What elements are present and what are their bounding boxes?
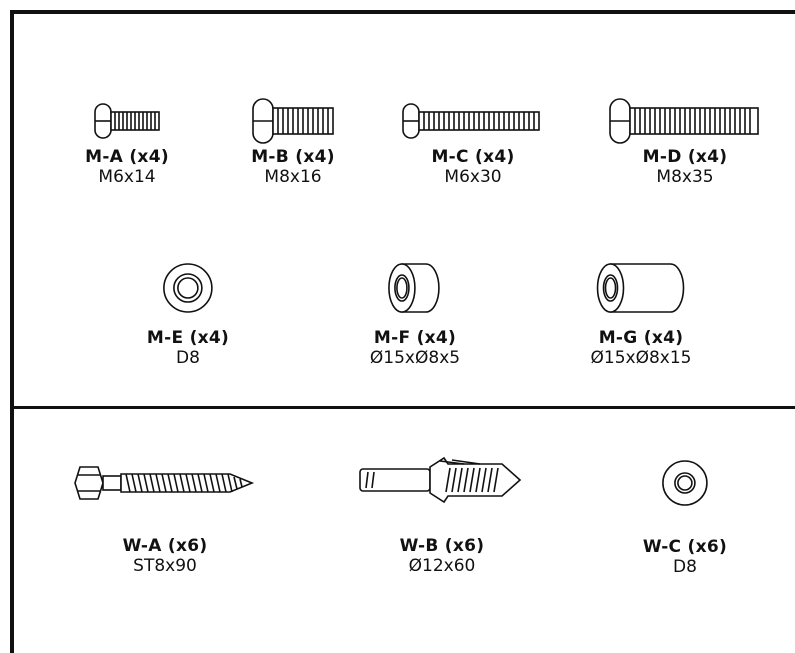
- frame-left-border: [10, 12, 14, 653]
- part-code: M-E (x4): [146, 328, 230, 348]
- part-size: M6x30: [444, 167, 502, 187]
- part-size: D8: [673, 557, 697, 577]
- part-size: Ø15xØ8x15: [590, 348, 692, 368]
- part-size: M6x14: [98, 167, 156, 187]
- screw-long-thick-icon: [609, 98, 759, 144]
- part-code: M-C (x4): [431, 147, 515, 167]
- spacer-long-icon: [597, 263, 685, 313]
- wall-anchor-icon: [359, 456, 522, 504]
- part-code: W-A (x6): [122, 536, 208, 556]
- frame-top-border: [10, 10, 795, 14]
- screw-short-icon: [94, 103, 160, 139]
- part-code: M-B (x4): [251, 147, 335, 167]
- part-code: M-A (x4): [85, 147, 169, 167]
- part-m-a: M-A (x4) M6x14: [85, 95, 169, 187]
- part-size: ST8x90: [133, 556, 197, 576]
- screw-short-thick-icon: [252, 98, 334, 144]
- part-w-c: W-C (x6) D8: [643, 455, 727, 577]
- lag-bolt-icon: [74, 466, 255, 500]
- spacer-short-icon: [388, 263, 440, 313]
- part-w-b: W-B (x6) Ø12x60: [352, 452, 532, 576]
- part-size: Ø15xØ8x5: [369, 348, 461, 368]
- part-size: M8x16: [264, 167, 322, 187]
- part-m-d: M-D (x4) M8x35: [605, 95, 765, 187]
- part-size: M8x35: [656, 167, 714, 187]
- section-divider: [10, 406, 795, 409]
- screw-long-icon: [402, 103, 540, 139]
- part-code: W-C (x6): [642, 537, 728, 557]
- part-m-b: M-B (x4) M8x16: [245, 95, 341, 187]
- part-m-e: M-E (x4) D8: [147, 258, 229, 368]
- part-w-a: W-A (x6) ST8x90: [70, 458, 260, 576]
- part-code: W-B (x6): [399, 536, 485, 556]
- part-m-c: M-C (x4) M6x30: [398, 95, 548, 187]
- part-code: M-D (x4): [642, 147, 728, 167]
- part-size: D8: [176, 348, 200, 368]
- part-m-f: M-F (x4) Ø15xØ8x5: [370, 258, 460, 368]
- washer-icon: [662, 460, 708, 506]
- part-code: M-F (x4): [373, 328, 457, 348]
- part-code: M-G (x4): [598, 328, 684, 348]
- part-size: Ø12x60: [408, 556, 476, 576]
- part-m-g: M-G (x4) Ø15xØ8x15: [590, 258, 692, 368]
- washer-icon: [163, 263, 213, 313]
